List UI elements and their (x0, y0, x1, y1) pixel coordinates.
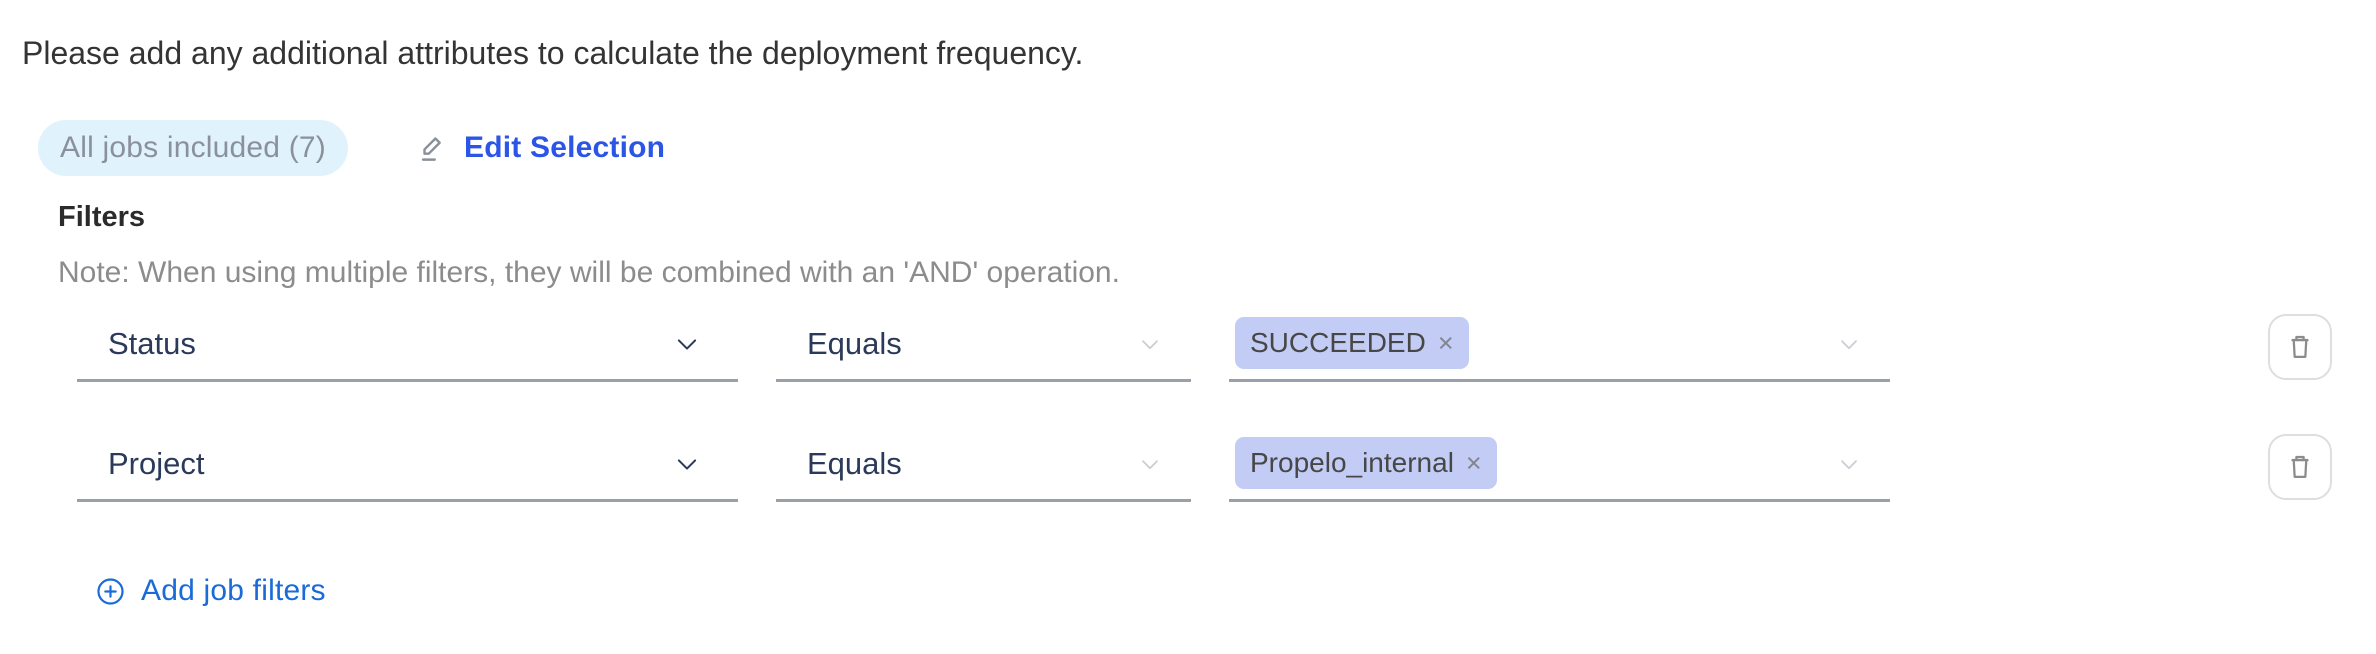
chevron-down-icon (672, 449, 702, 479)
edit-selection-label: Edit Selection (464, 131, 666, 164)
jobs-summary-row: All jobs included (7) Edit Selection (38, 120, 665, 176)
attribute-select[interactable]: Status (77, 312, 738, 382)
chevron-down-icon (1836, 451, 1862, 477)
tag-remove-icon[interactable]: × (1465, 448, 1482, 478)
jobs-included-badge: All jobs included (7) (38, 120, 348, 176)
filters-heading: Filters (58, 201, 146, 233)
attribute-select[interactable]: Project (77, 432, 738, 502)
plus-circle-icon (95, 576, 126, 607)
tag-remove-icon[interactable]: × (1437, 328, 1454, 358)
chevron-down-icon (672, 329, 702, 359)
value-tag: SUCCEEDED × (1235, 316, 1469, 369)
value-tag-label: SUCCEEDED (1250, 326, 1426, 358)
trash-icon (2284, 451, 2316, 483)
value-tag-label: Propelo_internal (1250, 446, 1454, 478)
filter-row: Status Equals SUCCEEDED × (77, 312, 2332, 382)
add-job-filters-button[interactable]: Add job filters (95, 574, 326, 608)
attribute-select-value: Status (108, 325, 196, 361)
instruction-text: Please add any additional attributes to … (22, 35, 1084, 71)
chevron-down-icon (1137, 331, 1163, 357)
operator-select[interactable]: Equals (776, 312, 1191, 382)
trash-icon (2284, 331, 2316, 363)
edit-pencil-icon (416, 131, 450, 165)
edit-selection-button[interactable]: Edit Selection (416, 131, 665, 165)
operator-select-value: Equals (807, 325, 902, 361)
delete-filter-button[interactable] (2268, 314, 2332, 380)
chevron-down-icon (1137, 451, 1163, 477)
delete-filter-button[interactable] (2268, 434, 2332, 500)
value-multiselect[interactable]: Propelo_internal × (1229, 432, 1890, 502)
add-job-filters-label: Add job filters (141, 574, 326, 607)
operator-select-value: Equals (807, 445, 902, 481)
chevron-down-icon (1836, 331, 1862, 357)
value-tag: Propelo_internal × (1235, 436, 1497, 489)
value-multiselect[interactable]: SUCCEEDED × (1229, 312, 1890, 382)
filter-row: Project Equals Propelo_internal × (77, 432, 2332, 502)
operator-select[interactable]: Equals (776, 432, 1191, 502)
filters-note: Note: When using multiple filters, they … (58, 256, 1120, 289)
attribute-select-value: Project (108, 445, 205, 481)
